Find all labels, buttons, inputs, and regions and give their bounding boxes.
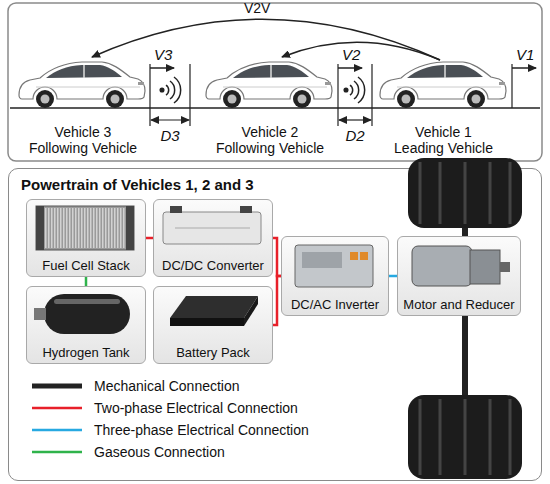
- tread-line: [419, 399, 422, 475]
- tire: [408, 395, 522, 479]
- component-box: Hydrogen Tank: [26, 286, 146, 364]
- wireless-wave: [170, 81, 175, 99]
- wireless-dot: [344, 88, 348, 92]
- legend-row: Gaseous Connection: [30, 441, 309, 463]
- component-box: Fuel Cell Stack: [26, 199, 146, 277]
- marker-line: [337, 64, 338, 126]
- wireless-icon: [344, 77, 364, 103]
- legend-swatch: [30, 402, 84, 414]
- legend-line: [32, 451, 82, 454]
- legend-line: [32, 384, 82, 389]
- legend-line: [32, 407, 82, 410]
- speed-label: V3: [154, 47, 184, 63]
- tread-line: [464, 399, 467, 475]
- connector: [273, 276, 281, 325]
- marker-line: [371, 64, 372, 126]
- speed-label: V2: [342, 47, 372, 63]
- connector: [85, 277, 88, 286]
- car-illustration: [19, 62, 145, 108]
- tire-tread: [420, 399, 510, 475]
- v2v-arc: [92, 19, 440, 60]
- component-box: DC/AC Inverter: [281, 236, 389, 316]
- wireless-wave: [350, 85, 353, 95]
- legend-swatch: [30, 424, 84, 436]
- connector: [389, 275, 397, 278]
- component-box: DC/DC Converter: [153, 199, 273, 277]
- wireless-wave: [358, 77, 365, 103]
- vehicle-label: Vehicle 3 Following Vehicle: [25, 124, 141, 156]
- v2v-arc: [282, 42, 440, 60]
- tread-line: [464, 162, 467, 224]
- wireless-icon: [160, 77, 180, 103]
- marker-line: [511, 64, 512, 108]
- legend-swatch: [30, 446, 84, 458]
- tread-line: [509, 399, 512, 475]
- distance-label: D2: [338, 128, 372, 144]
- vehicle-label: Vehicle 2 Following Vehicle: [212, 124, 328, 156]
- wireless-wave: [354, 81, 359, 99]
- legend-row: Three-phase Electrical Connection: [30, 419, 309, 441]
- component-label: DC/AC Inverter: [291, 297, 379, 312]
- component-box: Battery Pack: [153, 286, 273, 364]
- tread-line: [419, 162, 422, 224]
- distance-arrow: [151, 119, 189, 120]
- marker-line: [149, 64, 150, 126]
- tire-tread: [420, 162, 510, 224]
- tread-line: [509, 162, 512, 224]
- component-label: Motor and Reducer: [403, 297, 514, 312]
- component-label: Fuel Cell Stack: [42, 258, 129, 273]
- wireless-wave: [166, 85, 169, 95]
- car-illustration: [380, 62, 506, 108]
- legend-text: Gaseous Connection: [94, 444, 225, 460]
- wireless-dot: [160, 88, 164, 92]
- component-label: DC/DC Converter: [162, 258, 264, 273]
- legend-text: Mechanical Connection: [94, 378, 240, 394]
- component-box: Motor and Reducer: [397, 236, 521, 316]
- distance-arrow: [339, 119, 371, 120]
- legend-line: [32, 429, 82, 432]
- legend-swatch: [30, 380, 84, 392]
- connector: [273, 238, 281, 276]
- wireless-wave: [174, 77, 181, 103]
- road-line: [10, 107, 540, 109]
- distance-label: D3: [150, 128, 190, 144]
- legend-text: Two-phase Electrical Connection: [94, 400, 298, 416]
- link-label: V2V: [244, 0, 284, 16]
- legend-row: Mechanical Connection: [30, 375, 309, 397]
- marker-line: [189, 64, 190, 126]
- tread-line: [489, 399, 492, 475]
- legend-row: Two-phase Electrical Connection: [30, 397, 309, 419]
- speed-label: V1: [516, 47, 546, 63]
- speed-arrow: [512, 67, 536, 69]
- panel-title: Powertrain of Vehicles 1, 2 and 3: [21, 176, 254, 193]
- component-label: Battery Pack: [176, 345, 250, 360]
- component-label: Hydrogen Tank: [42, 345, 129, 360]
- tread-line: [489, 162, 492, 224]
- legend-text: Three-phase Electrical Connection: [94, 422, 309, 438]
- car-illustration: [206, 62, 332, 108]
- tread-line: [439, 399, 442, 475]
- speed-arrow: [338, 67, 362, 69]
- scene-frame: [8, 3, 542, 161]
- connector: [146, 237, 153, 240]
- vehicle-label: Vehicle 1 Leading Vehicle: [391, 124, 496, 156]
- tread-line: [439, 162, 442, 224]
- speed-arrow: [150, 67, 174, 69]
- legend: Mechanical ConnectionTwo-phase Electrica…: [30, 375, 309, 463]
